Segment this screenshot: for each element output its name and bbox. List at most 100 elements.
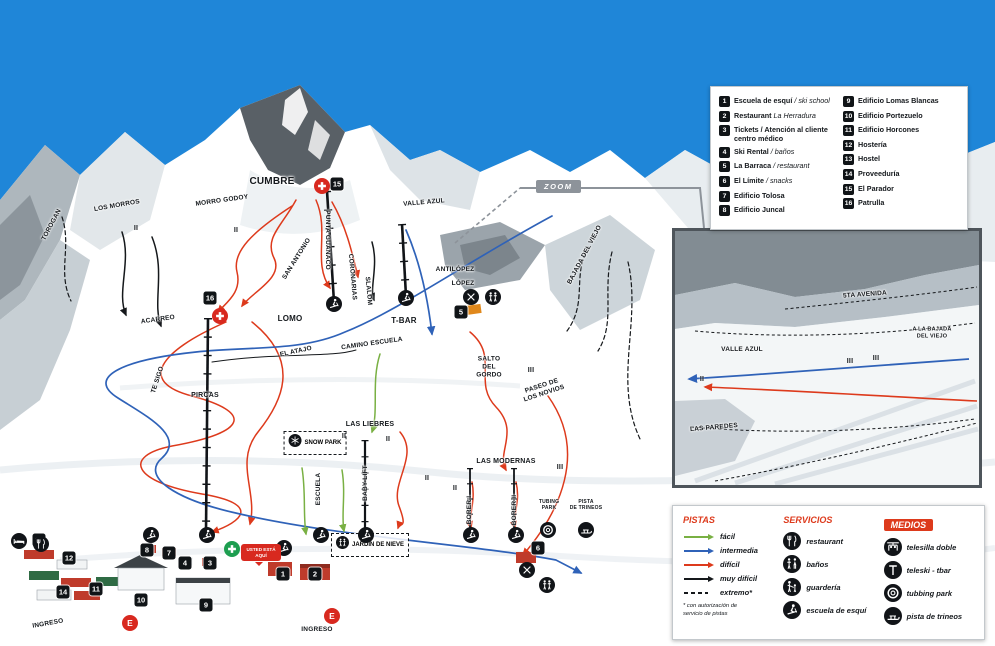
zoom-inset bbox=[672, 228, 982, 488]
pistas-title: PISTAS bbox=[683, 515, 715, 525]
legend-item-1: 1 Escuela de esquí / ski school bbox=[719, 96, 835, 107]
servicios-column: SERVICIOS restaurant baños guardería escuel… bbox=[783, 515, 873, 630]
pista-type-row: extremo* bbox=[683, 588, 773, 597]
trail-line-sample bbox=[684, 547, 714, 554]
legend-item-label: El Límite / snacks bbox=[734, 175, 793, 185]
medio-row-label: telesilla doble bbox=[906, 542, 957, 552]
ski-trails bbox=[61, 199, 642, 574]
inset-illustration bbox=[675, 231, 979, 485]
legend-number-chip: 4 bbox=[719, 146, 730, 158]
servicio-row: baños bbox=[783, 555, 873, 573]
legend-item-4: 4 Ski Rental / baños bbox=[719, 146, 835, 158]
trail-line-sample bbox=[684, 561, 714, 568]
pistas-column: PISTAS fácil intermedia difícil muy difícil… bbox=[683, 515, 773, 630]
snow-park-box: SNOW PARK bbox=[283, 431, 347, 455]
chairlift-icon bbox=[883, 538, 902, 556]
tbar-icon bbox=[883, 561, 902, 579]
legend-item-14: 14 Proveeduría bbox=[843, 168, 959, 180]
legend-number-chip: 1 bbox=[719, 96, 730, 107]
legend-item-label: El Parador bbox=[858, 183, 894, 193]
legend-number-chip: 7 bbox=[719, 190, 730, 202]
key-legend: PISTAS fácil intermedia difícil muy difícil… bbox=[672, 505, 985, 640]
tube-icon bbox=[883, 584, 902, 602]
legend-item-6: 6 El Límite / snacks bbox=[719, 175, 835, 187]
legend-number-chip: 2 bbox=[719, 110, 730, 122]
legend-item-label: Tickets / Atención al cliente centro méd… bbox=[734, 125, 828, 144]
servicio-row: escuela de esquí bbox=[783, 601, 873, 619]
legend-item-label: Hostel bbox=[858, 154, 880, 164]
legend-item-label: Edificio Portezuelo bbox=[858, 110, 923, 120]
medio-row: tubbing park bbox=[883, 584, 974, 602]
servicio-row-label: guardería bbox=[806, 582, 841, 592]
nursery-icon bbox=[783, 578, 802, 596]
pista-type-label: extremo* bbox=[720, 588, 753, 597]
legend-item-label: Ski Rental / baños bbox=[734, 146, 795, 156]
legend-item-16: 16 Patrulla bbox=[843, 198, 959, 210]
medio-row-label: teleski - tbar bbox=[906, 565, 951, 575]
legend-item-11: 11 Edificio Horcones bbox=[843, 125, 959, 137]
children-icon bbox=[335, 536, 349, 554]
pista-type-row: muy difícil bbox=[683, 574, 773, 583]
snowflake-icon bbox=[288, 434, 302, 452]
pista-type-label: muy difícil bbox=[720, 574, 758, 583]
lift-lines bbox=[202, 190, 517, 532]
legend-number-chip: 16 bbox=[843, 198, 854, 210]
servicio-row: guardería bbox=[783, 578, 873, 596]
trail-line-sample bbox=[684, 533, 714, 540]
medio-row-label: tubbing park bbox=[906, 588, 953, 598]
medio-row: teleski - tbar bbox=[883, 561, 974, 579]
you-are-here-pin: USTED ESTÁ AQUÍ bbox=[241, 544, 281, 566]
legend-item-7: 7 Edificio Tolosa bbox=[719, 190, 835, 202]
legend-number-chip: 11 bbox=[843, 125, 854, 137]
pista-type-row: difícil bbox=[683, 560, 773, 569]
zoom-label: ZOOM bbox=[536, 180, 581, 193]
legend-number-chip: 10 bbox=[843, 110, 854, 122]
legend-number-chip: 14 bbox=[843, 168, 854, 180]
legend-item-8: 8 Edificio Juncal bbox=[719, 205, 835, 217]
legend-item-label: Patrulla bbox=[858, 198, 885, 208]
legend-number-chip: 15 bbox=[843, 183, 854, 195]
legend-item-label: Edificio Tolosa bbox=[734, 190, 785, 200]
pista-type-label: difícil bbox=[720, 560, 740, 569]
legend-item-10: 10 Edificio Portezuelo bbox=[843, 110, 959, 122]
legend-item-label: Edificio Horcones bbox=[858, 125, 920, 135]
servicios-title: SERVICIOS bbox=[783, 515, 833, 525]
medios-title: MEDIOS bbox=[883, 519, 934, 531]
medios-column: MEDIOS telesilla doble teleski - tbar tubb… bbox=[883, 515, 974, 630]
legend-item-label: Restaurant La Herradura bbox=[734, 110, 816, 120]
legend-item-label: Escuela de esquí / ski school bbox=[734, 96, 830, 105]
legend-item-label: Edificio Lomas Blancas bbox=[858, 96, 939, 105]
legend-item-12: 12 Hostería bbox=[843, 139, 959, 151]
buildings-legend-col1: 1 Escuela de esquí / ski school 2 Restauran… bbox=[719, 96, 835, 220]
trail-line-sample bbox=[684, 575, 714, 582]
medio-row: pista de trineos bbox=[883, 607, 974, 625]
ski-school-icon bbox=[783, 601, 802, 619]
sled-icon bbox=[883, 607, 902, 625]
snow-park-label: SNOW PARK bbox=[304, 439, 342, 446]
pistas-footnote: * con autorización de servicio de pistas bbox=[683, 603, 738, 617]
pista-type-row: intermedia bbox=[683, 546, 773, 555]
legend-item-2: 2 Restaurant La Herradura bbox=[719, 110, 835, 122]
legend-number-chip: 8 bbox=[719, 205, 730, 217]
legend-item-15: 15 El Parador bbox=[843, 183, 959, 195]
trail-line-sample bbox=[684, 591, 708, 594]
buildings-legend: 1 Escuela de esquí / ski school 2 Restauran… bbox=[710, 86, 968, 230]
wc-icon bbox=[783, 555, 802, 573]
jardin-de-nieve-box: JARDÍN DE NIEVE bbox=[330, 533, 410, 557]
legend-number-chip: 6 bbox=[719, 175, 730, 187]
legend-number-chip: 12 bbox=[843, 139, 854, 151]
legend-number-chip: 5 bbox=[719, 161, 730, 173]
legend-item-label: Edificio Juncal bbox=[734, 205, 785, 215]
legend-item-label: Proveeduría bbox=[858, 168, 900, 178]
pista-type-label: intermedia bbox=[720, 546, 758, 555]
legend-number-chip: 13 bbox=[843, 154, 854, 166]
servicio-row: restaurant bbox=[783, 532, 873, 550]
servicio-row-label: escuela de esquí bbox=[806, 605, 867, 615]
legend-item-label: Hostería bbox=[858, 139, 887, 149]
legend-item-13: 13 Hostel bbox=[843, 154, 959, 166]
pista-type-label: fácil bbox=[720, 532, 736, 541]
